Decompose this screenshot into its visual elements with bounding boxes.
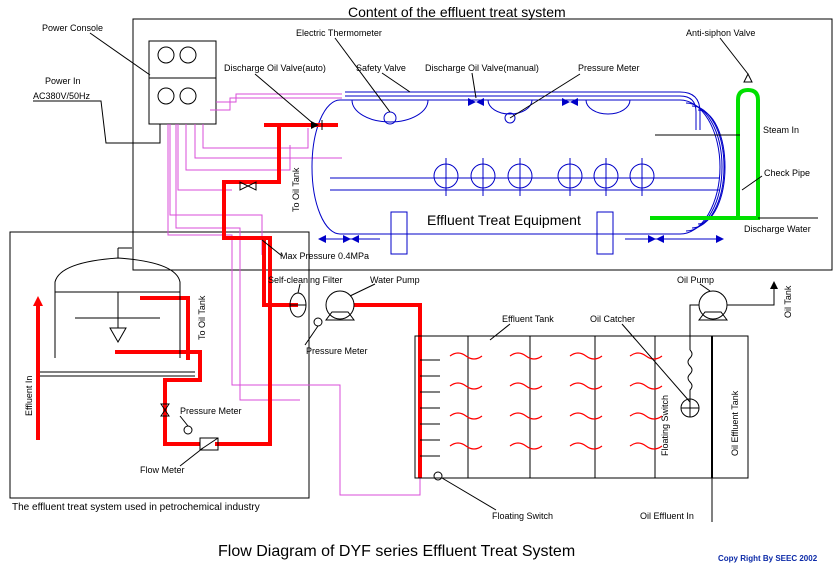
water-pump-leader xyxy=(349,283,376,297)
pressure-meter-left-label: Pressure Meter xyxy=(180,406,242,416)
max-pressure-label: Max Pressure 0.4MPa xyxy=(280,251,369,261)
power-console-label: Power Console xyxy=(42,23,103,33)
oil-pump xyxy=(698,290,728,321)
floating-switch-bottom-label: Floating Switch xyxy=(492,511,553,521)
discharge-auto-leader xyxy=(254,73,316,126)
valve-petrochem xyxy=(160,403,170,417)
tank-flow-waves xyxy=(449,352,663,450)
oil-pump-label: Oil Pump xyxy=(677,275,714,285)
oil-pump-out-arrow xyxy=(770,281,778,289)
effluent-pipe-pump xyxy=(354,303,422,478)
flow-meter-label: Flow Meter xyxy=(140,465,185,475)
to-oil-tank-pipe xyxy=(140,296,190,360)
effluent-pipe-tank-out xyxy=(115,350,202,408)
self-cleaning-leader xyxy=(297,283,301,294)
oil-pump-pipe xyxy=(689,304,699,350)
discharge-oil-auto-label: Discharge Oil Valve(auto) xyxy=(224,63,326,73)
anti-siphon-label: Anti-siphon Valve xyxy=(686,28,755,38)
pressure-meter-top-label: Pressure Meter xyxy=(578,63,640,73)
steam-pipe xyxy=(650,87,760,220)
pressure-meter-pump-icon xyxy=(313,317,323,327)
floating-switch-leader xyxy=(441,477,497,511)
pressure-meter-pump-label: Pressure Meter xyxy=(306,346,368,356)
filter-elements xyxy=(433,158,655,196)
anti-siphon-leader xyxy=(719,37,749,75)
oil-effluent-tank-label: Oil Effluent Tank xyxy=(730,390,740,456)
effluent-pipe-main xyxy=(222,123,298,307)
floating-switch-bottom-icon xyxy=(433,471,443,481)
pressure-meter-pump-leader xyxy=(304,325,319,346)
floating-switch-v-label: Floating Switch xyxy=(660,395,670,456)
main-title: Flow Diagram of DYF series Effluent Trea… xyxy=(218,543,575,560)
oil-pump-leader xyxy=(699,283,711,292)
anti-siphon-valve-icon xyxy=(743,72,753,83)
effluent-treat-vessel xyxy=(311,91,726,255)
effluent-pipe-petrochem xyxy=(215,236,272,446)
oil-catcher xyxy=(680,349,700,418)
power-in-label: Power In xyxy=(45,76,81,86)
pressure-meter-left-icon xyxy=(183,425,193,435)
water-pump-label: Water Pump xyxy=(370,275,420,285)
effluent-tank xyxy=(414,335,749,479)
effluent-tank-label: Effluent Tank xyxy=(502,314,554,324)
self-cleaning-filter-label: Self-cleaning Filter xyxy=(268,275,343,285)
oil-pump-out xyxy=(727,285,775,306)
discharge-water-label: Discharge Water xyxy=(744,224,811,234)
check-pipe-leader xyxy=(741,175,763,191)
valve-discharge-left xyxy=(343,235,359,243)
power-in-line xyxy=(33,100,161,144)
steam-in-label: Steam In xyxy=(763,125,799,135)
valve-red-mid xyxy=(239,181,257,191)
valve-pressure-line xyxy=(562,98,578,106)
valve-manual-oil xyxy=(468,98,484,106)
discharge-water-arrow xyxy=(716,235,724,243)
oil-tank-right-label: Oil Tank xyxy=(783,285,793,318)
equipment-label: Effluent Treat Equipment xyxy=(427,212,581,228)
effluent-tank-leader xyxy=(489,323,511,341)
check-pipe-label: Check Pipe xyxy=(764,168,810,178)
oil-catcher-label: Oil Catcher xyxy=(590,314,635,324)
oil-effluent-in-label: Oil Effluent In xyxy=(640,511,694,521)
petrochemical-frame xyxy=(9,231,310,499)
oil-catcher-leader xyxy=(621,323,691,403)
safety-valve-leader xyxy=(381,72,411,93)
pressure-meter-left-leader xyxy=(179,415,189,427)
water-pump xyxy=(325,290,355,321)
control-wires xyxy=(167,93,421,496)
thermometer-leader xyxy=(334,37,391,113)
safety-valve-label: Safety Valve xyxy=(356,63,406,73)
effluent-pipe-flow xyxy=(163,408,200,446)
to-oil-tank-left-label: To Oil Tank xyxy=(197,295,207,340)
top-title: Content of the effluent treat system xyxy=(348,4,566,20)
discharge-manual-leader xyxy=(471,72,477,99)
discharge-left-arrow xyxy=(318,235,326,243)
main-system-frame xyxy=(132,18,833,271)
effluent-in-label: Effluent In xyxy=(24,376,34,416)
self-cleaning-filter xyxy=(289,292,307,318)
petrochem-tank xyxy=(40,247,195,377)
electric-thermometer-label: Electric Thermometer xyxy=(296,28,382,38)
power-spec-label: AC380V/50Hz xyxy=(33,91,91,101)
effluent-in-arrow xyxy=(33,296,43,306)
pressure-meter-top-leader xyxy=(509,73,581,119)
power-console xyxy=(148,40,217,125)
flow-meter-leader xyxy=(179,447,204,467)
max-pressure-leader xyxy=(261,239,283,257)
to-oil-tank-mid-label: To Oil Tank xyxy=(291,167,301,212)
valve-discharge-right xyxy=(648,235,664,243)
copyright: Copy Right By SEEC 2002 xyxy=(718,554,818,563)
discharge-oil-manual-label: Discharge Oil Valve(manual) xyxy=(425,63,539,73)
power-console-leader xyxy=(89,32,151,76)
left-caption: The effluent treat system used in petroc… xyxy=(12,502,260,513)
